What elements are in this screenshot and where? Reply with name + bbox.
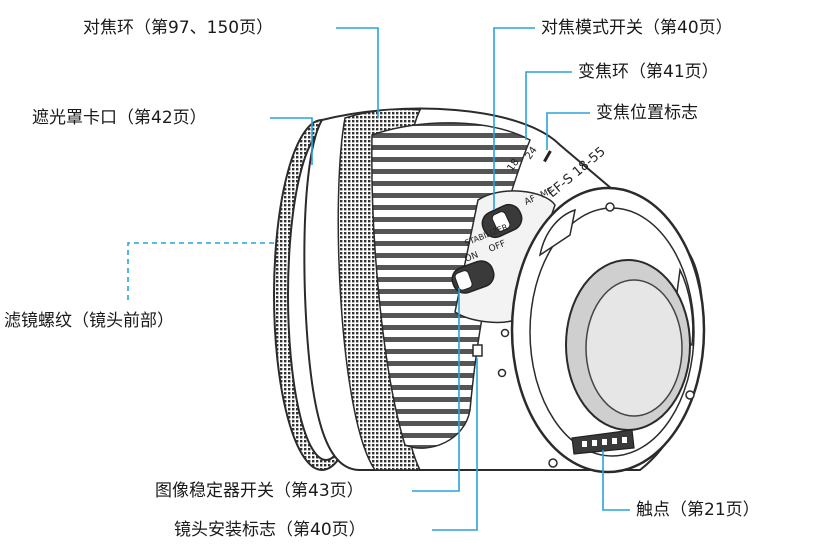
leader-focus-mode <box>493 27 535 210</box>
switch-panel-plate <box>454 190 556 324</box>
leader-focus-ring <box>336 27 379 118</box>
leader-filter-thread <box>127 242 276 300</box>
leader-stabilizer <box>412 288 460 492</box>
rear-mount <box>510 186 706 474</box>
label-stabilizer-switch: 图像稳定器开关（第43页） <box>155 481 364 501</box>
mount-bayonet-tab-left <box>538 208 576 257</box>
leader-zoom-index <box>546 112 590 150</box>
af-mark: AF <box>523 194 538 208</box>
contact-pins <box>582 437 627 447</box>
leader-zoom-ring <box>525 71 572 140</box>
label-focus-ring: 对焦环（第97、150页） <box>83 18 274 38</box>
label-filter-thread: 滤镜螺纹（镜头前部） <box>4 311 174 331</box>
leader-hood-mount <box>270 117 313 165</box>
rear-glass <box>585 279 683 417</box>
label-focus-mode-switch: 对焦模式开关（第40页） <box>541 18 733 38</box>
side-dot-1 <box>500 328 510 338</box>
mount-screw-top <box>605 202 615 212</box>
zoom-position-index <box>543 150 552 163</box>
mount-screw-bottom <box>548 458 558 468</box>
label-zoom-position-index: 变焦位置标志 <box>596 103 698 123</box>
mf-mark: MF <box>539 186 555 201</box>
side-dot-2 <box>497 368 507 378</box>
stabilizer-switch-knob <box>454 270 473 291</box>
mount-screw-right <box>685 390 695 400</box>
barrel-markers <box>472 328 510 378</box>
leader-lines <box>127 27 630 531</box>
label-mount-index: 镜头安装标志（第40页） <box>174 520 366 540</box>
lens-mount-index <box>472 344 483 357</box>
leader-mount-index <box>432 358 478 531</box>
switch-panel: AF MF STABILIZER ON OFF <box>451 186 556 324</box>
label-zoom-ring: 变焦环（第41页） <box>578 62 719 82</box>
focus-mode-switch-knob <box>491 211 511 232</box>
leader-contacts <box>602 450 630 511</box>
stabilizer-on-mark: ON <box>463 250 480 264</box>
label-contacts: 触点（第21页） <box>636 500 760 520</box>
label-hood-mount: 遮光罩卡口（第42页） <box>32 108 207 128</box>
